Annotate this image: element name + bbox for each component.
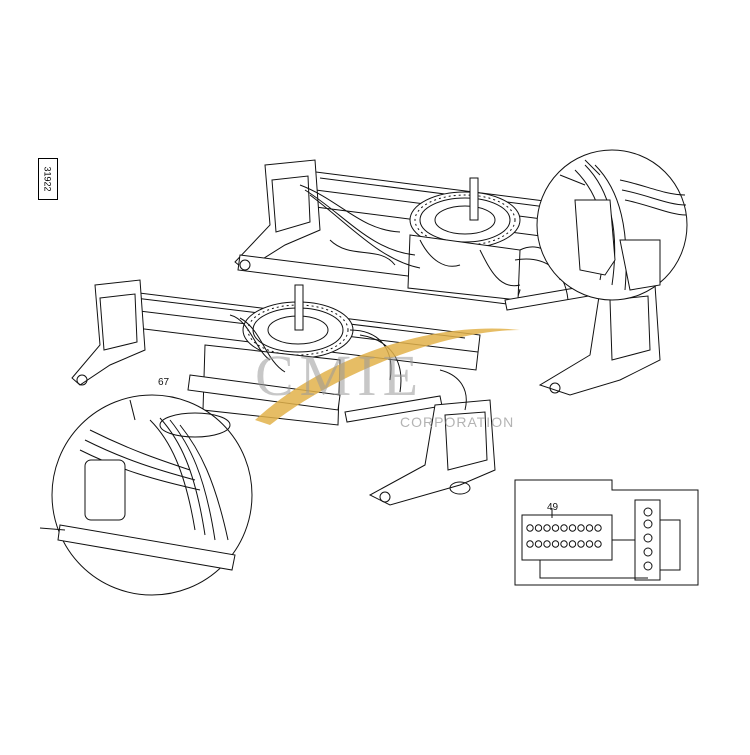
leader-line (39, 527, 66, 531)
connector-pin (526, 540, 534, 548)
detail-tr-plate (619, 239, 661, 291)
lower-right-bracket-plate (444, 411, 488, 471)
switch-pin (643, 519, 653, 529)
lower-right-swivel (449, 481, 471, 495)
leader-line (129, 399, 136, 421)
drawing-number-box: 31922 (38, 158, 58, 200)
watermark-subtitle: CORPORATION (400, 414, 514, 430)
leader-line (584, 159, 601, 176)
connector-pin (551, 524, 560, 532)
connector-pin (594, 540, 602, 548)
detail-bl-ring (159, 412, 231, 438)
connector-pin (543, 524, 551, 532)
connector-pin (551, 540, 560, 548)
watermark-swoosh (255, 328, 520, 425)
drawing-number: 31922 (43, 166, 53, 192)
connector-pin (543, 540, 551, 548)
connector-pin (568, 540, 577, 548)
connector-pin (534, 540, 543, 548)
lower-right-pin (379, 491, 391, 503)
connector-pin (577, 524, 585, 532)
leader-line (559, 174, 586, 186)
switch-pin (643, 533, 653, 543)
connector-pin (534, 524, 543, 532)
watermark-brand: CMIE (255, 343, 424, 408)
upper-left-bracket-plate (271, 175, 311, 233)
connector-pin (560, 540, 568, 548)
callout-49: 49 (547, 502, 559, 513)
connector-pin (585, 540, 594, 548)
upper-pedestal (407, 234, 521, 301)
detail-bl-accumulator (84, 459, 126, 521)
lower-hose-bundle (229, 314, 467, 411)
switch-pins (643, 507, 653, 571)
detail-circle-bottom-left (39, 394, 253, 596)
detail-bl-hoses (79, 417, 229, 541)
upper-hose-bundle (299, 184, 569, 301)
switch-pin (643, 547, 653, 557)
callout-67: 67 (158, 377, 170, 388)
connector-pin (594, 524, 602, 532)
detail-bl-rail (57, 524, 236, 571)
upper-hose-bundle-2 (329, 239, 521, 287)
lower-left-pin (76, 374, 88, 386)
connector-block (521, 514, 613, 561)
connector-pin (526, 524, 534, 532)
lower-left-bracket-plate (99, 293, 138, 351)
switch-pin (643, 507, 653, 517)
connector-pin (568, 524, 577, 532)
connector-pin (560, 524, 568, 532)
switch-block (634, 499, 661, 581)
upper-left-pin (239, 259, 251, 271)
detail-tr-bracket (574, 199, 616, 276)
connector-pin (577, 540, 585, 548)
connector-pin (585, 524, 594, 532)
upper-right-bracket-plate (609, 295, 651, 361)
connector-pins (526, 524, 602, 548)
watermark: CMIE CORPORATION (255, 328, 520, 430)
switch-pin (643, 561, 653, 571)
wiring (539, 519, 681, 579)
upper-slew-ring-core (434, 205, 496, 235)
upper-right-pin (549, 382, 561, 394)
lower-post (294, 284, 304, 331)
detail-circle-top-right (536, 149, 688, 301)
connector-panel-box (514, 479, 699, 586)
upper-post (469, 177, 479, 221)
